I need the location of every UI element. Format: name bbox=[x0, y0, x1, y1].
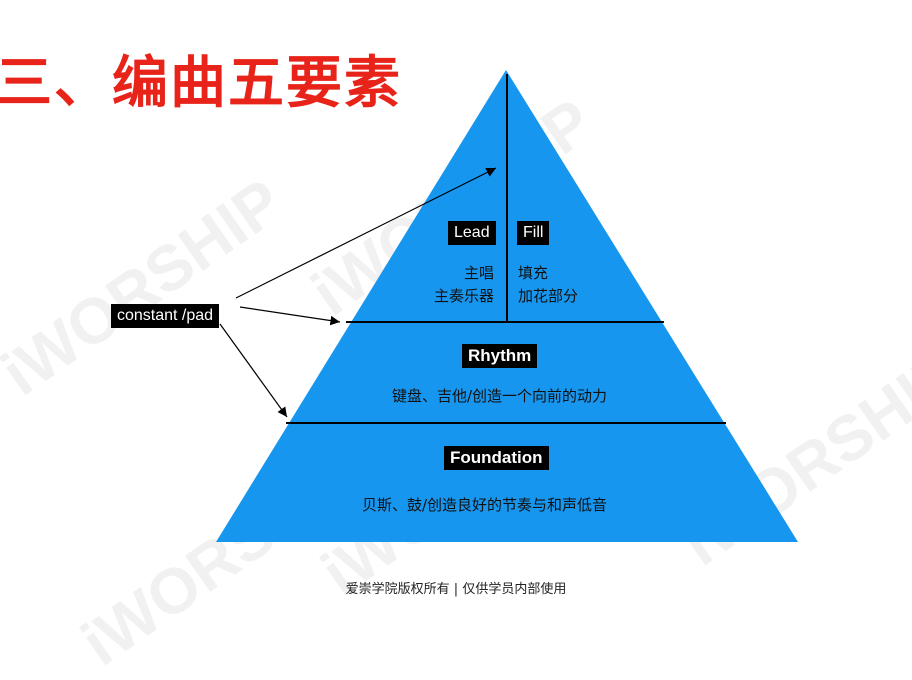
arrow-to-middle bbox=[239, 306, 341, 326]
foundation-tag: Foundation bbox=[444, 446, 549, 470]
page-title: 三、编曲五要素 bbox=[0, 51, 402, 116]
lead-tag: Lead bbox=[448, 221, 496, 245]
arrow-to-top bbox=[235, 167, 497, 299]
pad-label: constant /pad bbox=[111, 304, 220, 328]
lead-line-1: 主唱 bbox=[463, 264, 494, 282]
slide: iWORSHIP iWORSHIP iWORSHIP iWORSHIP iWOR… bbox=[0, 51, 912, 679]
lead-line-2: 主奏乐器 bbox=[433, 287, 494, 305]
foundation-desc: 贝斯、鼓/创造良好的节奏与和声低音 bbox=[362, 496, 608, 514]
rhythm-desc: 键盘、吉他/创造一个向前的动力 bbox=[392, 387, 608, 405]
fill-tag: Fill bbox=[517, 221, 550, 245]
arrow-to-bottom bbox=[219, 323, 288, 418]
fill-line-2: 加花部分 bbox=[518, 287, 579, 305]
pyramid-diagram bbox=[216, 70, 798, 542]
rhythm-tag: Rhythm bbox=[462, 344, 538, 368]
fill-line-1: 填充 bbox=[518, 264, 549, 282]
footer-copyright: 爱崇学院版权所有 | 仅供学员内部使用 bbox=[345, 582, 567, 597]
